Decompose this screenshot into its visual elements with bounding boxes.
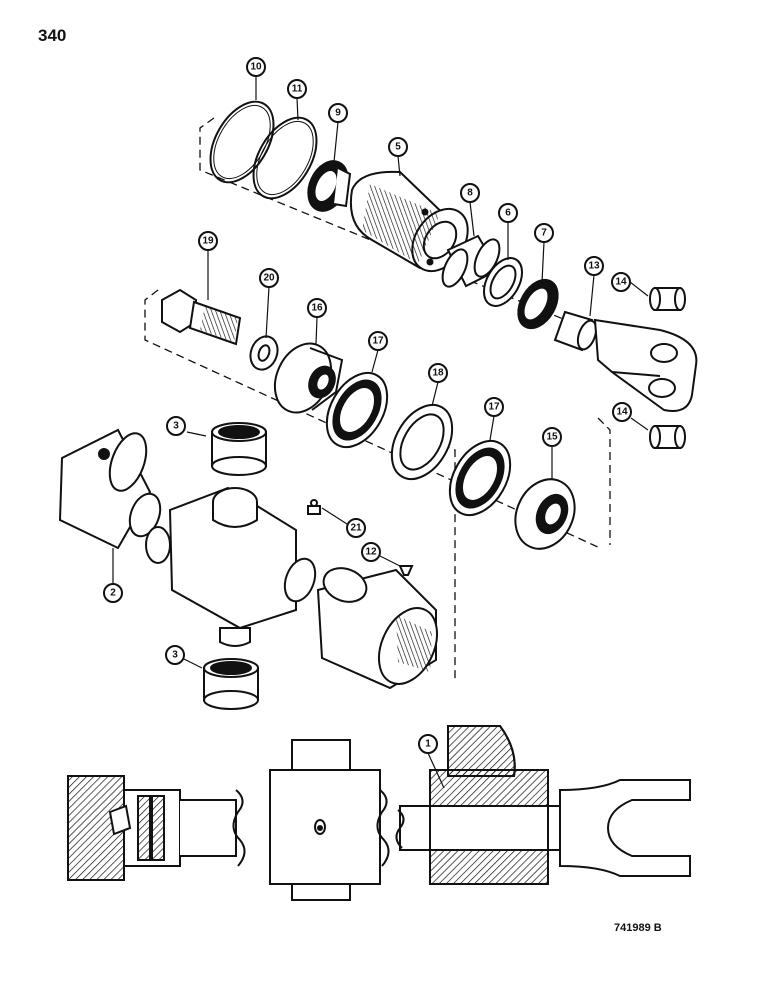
svg-text:19: 19 <box>202 236 214 247</box>
callout-2: 2 <box>103 583 123 603</box>
svg-text:2: 2 <box>110 588 116 599</box>
callout-10: 10 <box>246 57 266 77</box>
svg-text:16: 16 <box>311 303 323 314</box>
svg-text:3: 3 <box>173 421 179 432</box>
part-16-piston <box>273 342 344 414</box>
svg-text:8: 8 <box>467 188 473 199</box>
part-3-bushing-lower <box>203 658 259 710</box>
rod-end-clevis <box>593 318 698 412</box>
svg-text:6: 6 <box>505 208 511 219</box>
part-12-set-screw <box>398 565 414 576</box>
callout-18: 18 <box>428 363 448 383</box>
part-18-wear-ring <box>390 404 454 480</box>
svg-text:9: 9 <box>335 108 341 119</box>
svg-text:20: 20 <box>263 273 275 284</box>
svg-text:21: 21 <box>350 523 362 534</box>
svg-text:5: 5 <box>395 142 401 153</box>
svg-text:12: 12 <box>365 547 377 558</box>
callout-12: 12 <box>361 542 381 562</box>
svg-text:14: 14 <box>616 407 628 418</box>
drawing-code: 741989 B <box>614 922 662 934</box>
svg-text:1: 1 <box>425 739 431 750</box>
part-7-rod-seal <box>517 278 559 330</box>
callout-5: 5 <box>388 137 408 157</box>
cylinder-barrel-trunnion <box>145 486 317 647</box>
part-3-bushing-upper <box>211 422 267 476</box>
svg-text:17: 17 <box>488 402 500 413</box>
part-21-grease-fitting <box>307 499 321 515</box>
callout-9: 9 <box>328 103 348 123</box>
part-17-piston-seal-upper <box>325 372 389 448</box>
svg-text:17: 17 <box>372 336 384 347</box>
svg-text:18: 18 <box>432 368 444 379</box>
part-14-bushing-upper <box>649 287 686 311</box>
callout-20: 20 <box>259 268 279 288</box>
callout-17-upper: 17 <box>368 331 388 351</box>
part-20-washer <box>249 335 279 371</box>
callout-7: 7 <box>534 223 554 243</box>
callout-15: 15 <box>542 427 562 447</box>
assembly-guide-lines <box>144 117 611 680</box>
callout-16: 16 <box>307 298 327 318</box>
callout-17-lower: 17 <box>484 397 504 417</box>
callout-11: 11 <box>287 79 307 99</box>
part-14-bushing-lower <box>649 425 686 449</box>
callout-leaders <box>112 76 649 789</box>
part-15-piston-nut <box>514 478 576 550</box>
callout-14-lower: 14 <box>612 402 632 422</box>
page-number: 340 <box>38 26 67 45</box>
svg-text:13: 13 <box>588 261 600 272</box>
callout-3-lower: 3 <box>165 645 185 665</box>
part-9-seal <box>307 160 352 212</box>
part-5-gland <box>350 170 469 273</box>
part-13-spacer <box>553 310 598 352</box>
svg-text:14: 14 <box>615 277 627 288</box>
svg-text:10: 10 <box>250 62 262 73</box>
assembled-cylinder-section <box>67 725 691 901</box>
callout-21: 21 <box>346 518 366 538</box>
callout-13: 13 <box>584 256 604 276</box>
svg-text:3: 3 <box>172 650 178 661</box>
part-17-piston-seal-lower <box>448 440 512 516</box>
callout-6: 6 <box>498 203 518 223</box>
callout-8: 8 <box>460 183 480 203</box>
callout-19: 19 <box>198 231 218 251</box>
part-10-backup-ring <box>209 100 275 184</box>
svg-text:7: 7 <box>541 228 547 239</box>
part-6-wiper-ring <box>483 257 523 307</box>
part-2-port-block <box>58 428 162 550</box>
cylinder-tube-threaded <box>316 567 439 690</box>
part-19-cap-screw <box>161 288 242 346</box>
part-11-o-ring <box>252 116 318 200</box>
callout-3-upper: 3 <box>166 416 186 436</box>
svg-text:15: 15 <box>546 432 558 443</box>
svg-text:11: 11 <box>292 84 303 95</box>
callout-14-upper: 14 <box>611 272 631 292</box>
callout-1: 1 <box>418 734 438 754</box>
